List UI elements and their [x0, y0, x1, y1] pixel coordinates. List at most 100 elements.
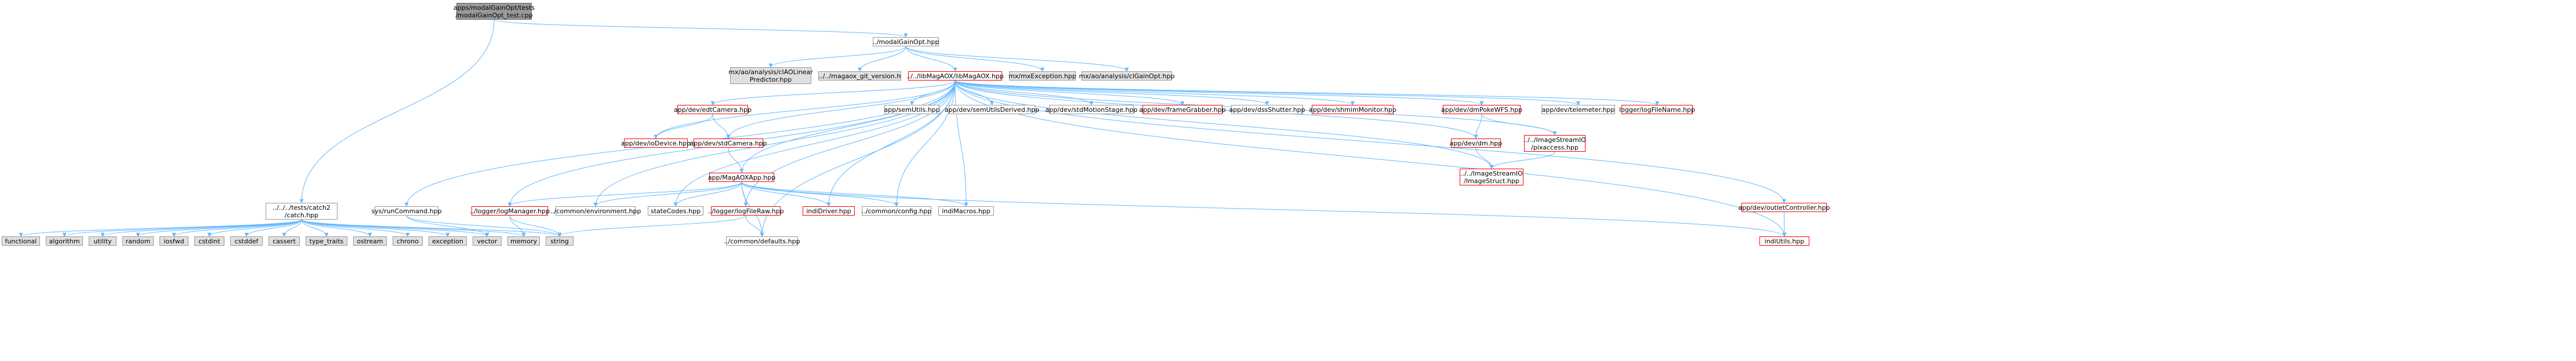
- edge-libMagAOX-to-logFileName: [955, 80, 1659, 105]
- node-mxexception-hpp[interactable]: mx/mxException.hpp: [1008, 71, 1076, 81]
- node-dm-hpp[interactable]: app/dev/dm.hpp: [1449, 138, 1503, 148]
- node-magaox-git-version-h[interactable]: ../../magaox_git_version.h: [818, 71, 901, 81]
- edge-libMagAOX-to-imageStruct: [955, 80, 1494, 169]
- node-cstddef[interactable]: cstddef: [230, 236, 263, 246]
- node-catch-hpp[interactable]: ../../../tests/catch2 /catch.hpp: [266, 203, 338, 220]
- node-indidriver-hpp[interactable]: indiDriver.hpp: [803, 206, 855, 216]
- node-logmanager-hpp[interactable]: ../logger/logManager.hpp: [470, 206, 550, 216]
- edge-catch-to-cstddef: [244, 219, 302, 237]
- node-outletcontroller-hpp[interactable]: app/dev/outletController.hpp: [1738, 203, 1830, 212]
- node-libmagaox-hpp[interactable]: ../../libMagAOX/libMagAOX.hpp: [906, 71, 1004, 81]
- edge-catch-to-type_traits: [301, 219, 329, 237]
- node-dssshutter-hpp[interactable]: app/dev/dssShutter.hpp: [1229, 105, 1305, 114]
- edge-catch-to-ostream: [301, 219, 372, 237]
- edge-runCommand-to-vector: [406, 215, 489, 237]
- node-magaoxapp-hpp[interactable]: app/MagAOXApp.hpp: [708, 173, 776, 182]
- edge-libMagAOX-to-stdMotionStage: [955, 80, 1094, 105]
- node-statecodes-hpp[interactable]: stateCodes.hpp: [648, 206, 703, 216]
- node-stdcamera-hpp[interactable]: app/dev/stdCamera.hpp: [690, 138, 767, 148]
- edge-modalGainOpt-to-clGainOpt: [905, 46, 1129, 72]
- node-random[interactable]: random: [122, 236, 154, 246]
- edge-catch-to-vector: [301, 219, 489, 237]
- edge-dmPokeWFS-to-dm: [1474, 114, 1482, 139]
- node-framegrabber-hpp[interactable]: app/dev/frameGrabber.hpp: [1139, 105, 1226, 114]
- edge-dmPokeWFS-to-pixaccess: [1481, 114, 1557, 136]
- edge-logManager-to-string: [509, 215, 562, 237]
- node-cstdint[interactable]: cstdint: [194, 236, 224, 246]
- edge-libMagAOX-to-outletController: [955, 80, 1786, 203]
- edge-modalGainOpt-to-magaoxGit: [858, 46, 906, 72]
- edge-logFileRaw-to-string: [557, 215, 746, 237]
- node-claolinearpredictor-hpp[interactable]: mx/ao/analysis/clAOLinear Predictor.hpp: [728, 67, 813, 84]
- node-string[interactable]: string: [546, 236, 574, 246]
- node-imagestruct-hpp[interactable]: ../../ImageStreamIO /ImageStruct.hpp: [1460, 169, 1523, 185]
- edge-MagAOXApp-to-environment: [593, 181, 742, 207]
- node-iosfwd[interactable]: iosfwd: [159, 236, 188, 246]
- node-runcommand-hpp[interactable]: sys/runCommand.hpp: [371, 206, 442, 216]
- node-logfilename-hpp[interactable]: logger/logFileName.hpp: [1619, 105, 1695, 114]
- edge-catch-to-functional: [19, 219, 302, 237]
- node-exception[interactable]: exception: [429, 236, 467, 246]
- edge-libMagAOX-to-dmPokeWFS: [955, 80, 1484, 105]
- edge-logFileRaw-to-defaults: [745, 215, 764, 237]
- edge-catch-to-utility: [100, 219, 302, 237]
- node-modalgainopt-hpp[interactable]: ../modalGainOpt.hpp: [872, 37, 939, 46]
- edge-libMagAOX-to-telemeter: [955, 80, 1580, 105]
- node-utility[interactable]: utility: [89, 236, 117, 246]
- edge-libMagAOX-to-edtCamera: [710, 80, 956, 105]
- edge-edtCamera-to-stdCamera: [712, 114, 731, 139]
- edge-libMagAOX-to-stdCamera: [726, 80, 956, 139]
- edge-catch-to-string: [301, 219, 562, 237]
- edge-libMagAOX-to-MagAOXApp: [739, 80, 956, 173]
- edge-libMagAOX-to-semUtils: [910, 80, 956, 105]
- edge-modalGainOpt-to-libMagAOX: [905, 46, 957, 72]
- node-clgainopt-hpp[interactable]: mx/ao/analysis/clGainOpt.hpp: [1079, 71, 1175, 81]
- node-algorithm[interactable]: algorithm: [46, 236, 83, 246]
- edge-libMagAOX-to-environment: [593, 80, 956, 207]
- edge-catch-to-random: [136, 219, 302, 237]
- edge-outletController-to-indiUtils: [1782, 212, 1787, 237]
- edge-root-to-catch: [299, 19, 495, 203]
- node-semutils-hpp[interactable]: app/semUtils.hpp: [884, 105, 940, 114]
- edge-root-to-modalGainOpt: [494, 19, 908, 38]
- edge-catch-to-cstdint: [207, 219, 302, 237]
- edge-MagAOXApp-to-logManager: [507, 181, 742, 207]
- edge-pixaccess-to-imageStruct: [1489, 151, 1555, 169]
- edge-modalGainOpt-to-mxException: [905, 46, 1044, 72]
- node-logfileraw-hpp[interactable]: ../logger/logFileRaw.hpp: [708, 206, 784, 216]
- node-memory[interactable]: memory: [507, 236, 540, 246]
- edge-catch-to-exception: [301, 219, 450, 237]
- node-environment-hpp[interactable]: ../common/environment.hpp: [550, 206, 641, 216]
- node-dmpokewfs-hpp[interactable]: app/dev/dmPokeWFS.hpp: [1441, 105, 1523, 114]
- edge-libMagAOX-to-frameGrabber: [955, 80, 1185, 105]
- node-config-hpp[interactable]: ../common/config.hpp: [861, 206, 932, 216]
- node-defaults-hpp[interactable]: ../common/defaults.hpp: [724, 236, 800, 246]
- node-indimacros-hpp[interactable]: indiMacros.hpp: [938, 206, 994, 216]
- node-edtcamera-hpp[interactable]: app/dev/edtCamera.hpp: [673, 105, 752, 114]
- edge-libMagAOX-to-shmimMonitor: [955, 80, 1355, 105]
- edge-catch-to-chrono: [301, 219, 410, 237]
- node-cassert[interactable]: cassert: [269, 236, 300, 246]
- node-chrono[interactable]: chrono: [393, 236, 423, 246]
- edge-libMagAOX-to-indiUtils: [955, 80, 1787, 237]
- edge-libMagAOX-to-dssShutter: [955, 80, 1269, 105]
- node-functional[interactable]: functional: [2, 236, 40, 246]
- node-telemeter-hpp[interactable]: app/dev/telemeter.hpp: [1541, 105, 1615, 114]
- edge-MagAOXApp-to-config: [741, 181, 899, 207]
- node-vector[interactable]: vector: [473, 236, 502, 246]
- node-pixaccess-hpp[interactable]: ../../ImageStreamIO /pixaccess.hpp: [1523, 135, 1586, 152]
- edge-edtCamera-to-ioDevice: [654, 114, 713, 139]
- edge-MagAOXApp-to-indiDriver: [741, 181, 831, 207]
- node-modalgainopt-test-cpp: apps/modalGainOpt/tests /modalGainOpt_te…: [453, 3, 535, 20]
- node-type-traits[interactable]: type_traits: [306, 236, 347, 246]
- node-ostream[interactable]: ostream: [353, 236, 387, 246]
- node-semutilsderived-hpp[interactable]: app/dev/semUtilsDerived.hpp: [944, 105, 1040, 114]
- node-indiutils-hpp[interactable]: indiUtils.hpp: [1759, 236, 1809, 246]
- edge-MagAOXApp-to-indiMacros: [741, 181, 968, 207]
- node-shmimmonitor-hpp[interactable]: app/dev/shmimMonitor.hpp: [1309, 105, 1396, 114]
- node-stdmotionstage-hpp[interactable]: app/dev/stdMotionStage.hpp: [1045, 105, 1138, 114]
- node-iodevice-hpp[interactable]: app/dev/ioDevice.hpp: [621, 138, 691, 148]
- edge-stdCamera-to-MagAOXApp: [728, 147, 744, 173]
- edge-catch-to-iosfwd: [172, 219, 302, 237]
